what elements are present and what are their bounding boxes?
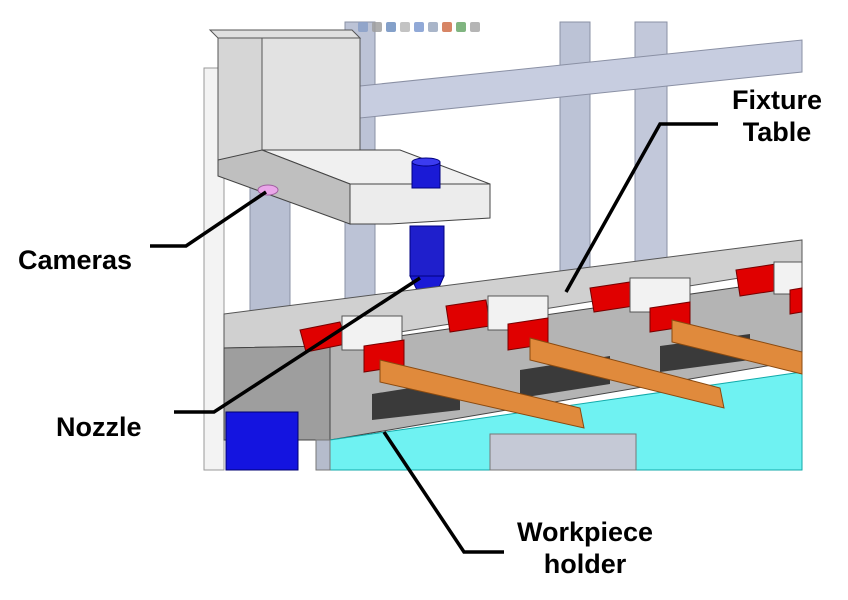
nozzle-label: Nozzle: [56, 412, 142, 442]
cameras-label: Cameras: [18, 245, 133, 275]
fixture-table-label: Fixture Table: [712, 84, 842, 148]
support-post: [315, 439, 331, 471]
blue-bracket: [225, 411, 299, 471]
zoom-icon[interactable]: [358, 22, 368, 32]
scene-icon[interactable]: [456, 22, 466, 32]
display-icon[interactable]: [428, 22, 438, 32]
settings-icon[interactable]: [470, 22, 480, 32]
cameras-callout-line: [150, 190, 267, 248]
view-icon[interactable]: [400, 22, 410, 32]
fixture-callout-line: [564, 122, 718, 293]
workpiece-holder-label: Workpiece holder: [490, 516, 680, 580]
gray-block: [489, 433, 637, 471]
workpiece-holder-label-line2: holder: [543, 549, 627, 579]
fixture-table-label-line1: Fixture: [731, 85, 823, 115]
callout-lines: [150, 122, 718, 554]
gantry-arm: [217, 149, 491, 225]
fixture-table-label-line2: Table: [742, 117, 812, 147]
pan-icon[interactable]: [386, 22, 396, 32]
appearance-icon[interactable]: [442, 22, 452, 32]
rotate-icon[interactable]: [372, 22, 382, 32]
nozzle-callout-line: [174, 276, 421, 414]
clamp-assemblies: [299, 261, 803, 429]
section-icon[interactable]: [414, 22, 424, 32]
gantry-column: [208, 29, 362, 161]
cad-toolbar: [358, 20, 480, 34]
workpiece-holder-label-line1: Workpiece: [516, 517, 654, 547]
workpiece-callout-line: [382, 431, 504, 554]
